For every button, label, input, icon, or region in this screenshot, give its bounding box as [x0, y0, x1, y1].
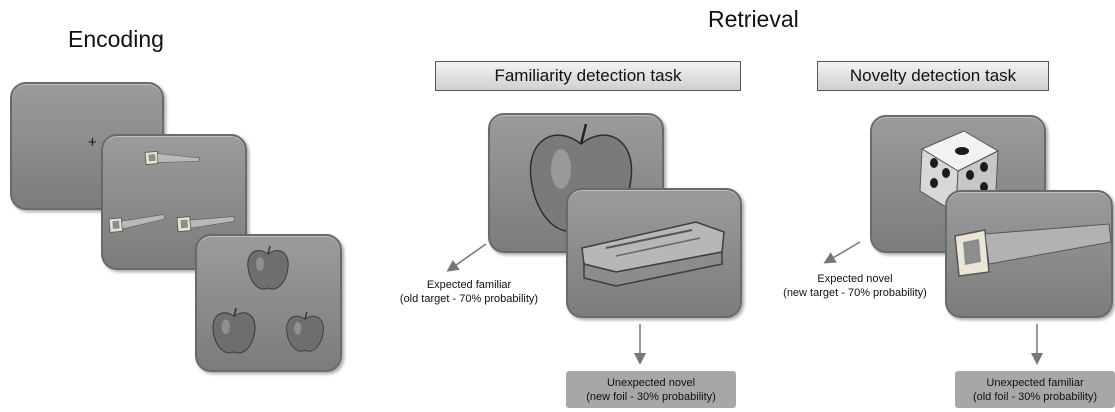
result-line: (old foil - 30% probability)	[972, 390, 1098, 403]
stapler-icon	[581, 221, 725, 287]
expected-arrow	[446, 243, 487, 272]
novelty-unexpected-box: Unexpected familiar (old foil - 30% prob…	[955, 371, 1115, 408]
apple-icon	[247, 245, 289, 290]
novelty-expected-caption: Expected novel (new target - 70% probabi…	[773, 272, 937, 300]
caption-line: (old target - 70% probability)	[399, 293, 539, 305]
caption-line: (new target - 70% probability)	[783, 287, 927, 299]
saw-icon	[144, 150, 201, 166]
familiarity-stapler-screen	[566, 188, 742, 318]
result-line: Unexpected novel	[606, 376, 696, 389]
novelty-task-label: Novelty detection task	[817, 61, 1049, 91]
novelty-saw-screen	[945, 190, 1113, 318]
familiarity-expected-caption: Expected familiar (old target - 70% prob…	[384, 278, 554, 306]
result-line: (new foil - 30% probability)	[586, 390, 716, 403]
retrieval-heading: Retrieval	[708, 6, 799, 32]
familiarity-task-label: Familiarity detection task	[435, 61, 741, 91]
apple-icon	[286, 311, 324, 352]
caption-line: Expected novel	[817, 273, 893, 285]
caption-line: Expected familiar	[426, 279, 512, 291]
fixation-cross: +	[88, 134, 97, 151]
expected-arrow	[823, 241, 861, 264]
apple-icon	[212, 307, 256, 354]
saw-icon	[108, 214, 165, 233]
encoding-heading: Encoding	[68, 26, 164, 52]
saw-icon	[954, 223, 1112, 277]
encoding-apples-screen	[195, 234, 342, 372]
familiarity-unexpected-box: Unexpected novel (new foil - 30% probabi…	[566, 371, 736, 408]
saw-icon	[176, 216, 235, 233]
result-line: Unexpected familiar	[986, 376, 1084, 389]
